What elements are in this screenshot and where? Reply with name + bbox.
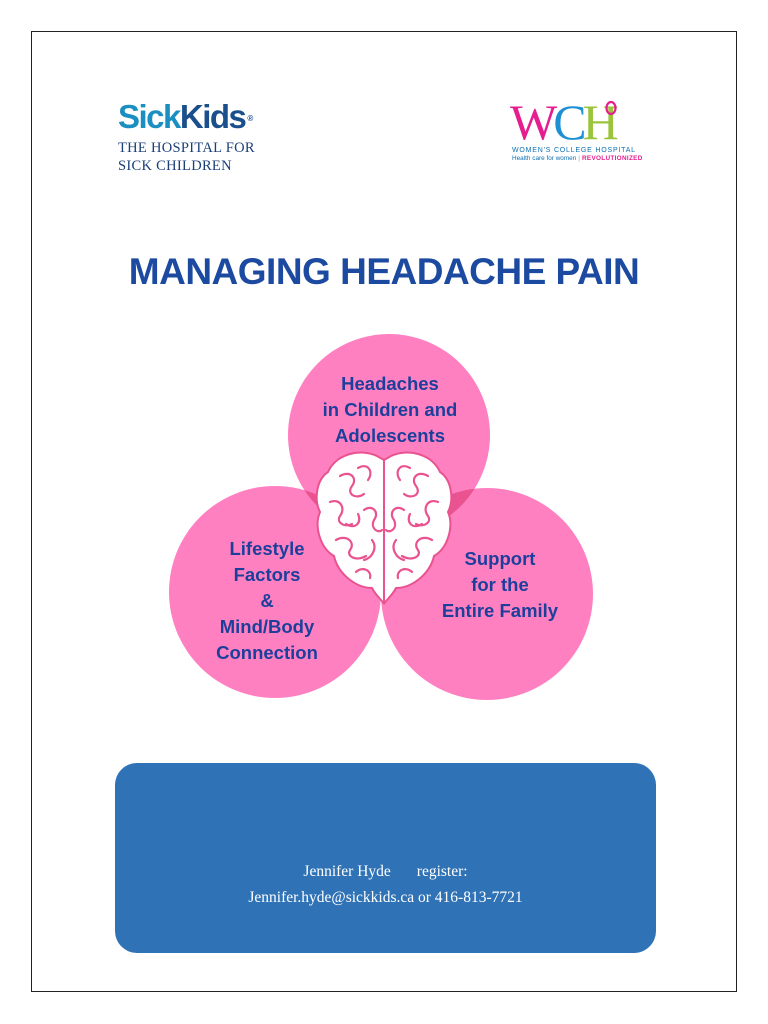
- wch-c: C: [553, 94, 586, 150]
- sickkids-subtitle-line1: THE HOSPITAL FOR: [118, 140, 255, 156]
- wch-tagline-b: REVOLUTIONIZED: [581, 155, 643, 162]
- contact-box: Jennifer Hyde register: Jennifer.hyde@sic…: [115, 763, 656, 953]
- sickkids-subtitle-line2: SICK CHILDREN: [118, 158, 232, 174]
- wch-name: WOMEN'S COLLEGE HOSPITAL: [512, 147, 636, 154]
- wch-tagline-a: Health care for women: [512, 155, 577, 162]
- wch-ankh-icon: [605, 100, 617, 116]
- registered-mark: ®: [247, 114, 254, 123]
- page-title: MANAGING HEADACHE PAIN: [128, 251, 640, 292]
- contact-name: Jennifer Hyde: [303, 863, 391, 880]
- contact-register-label: register:: [416, 863, 468, 880]
- wch-w: W: [510, 94, 557, 150]
- sickkids-kids: Kids: [179, 98, 247, 135]
- page-border: [31, 31, 737, 992]
- wch-tagline: Health care for women|REVOLUTIONIZED: [510, 155, 660, 162]
- wch-tagline-separator: |: [578, 155, 580, 162]
- contact-line-1: Jennifer Hyde register:: [115, 863, 656, 881]
- sickkids-sick: Sick: [118, 98, 181, 135]
- contact-details: Jennifer.hyde@sickkids.ca or 416-813-772…: [248, 889, 523, 906]
- wch-h: H: [582, 94, 619, 150]
